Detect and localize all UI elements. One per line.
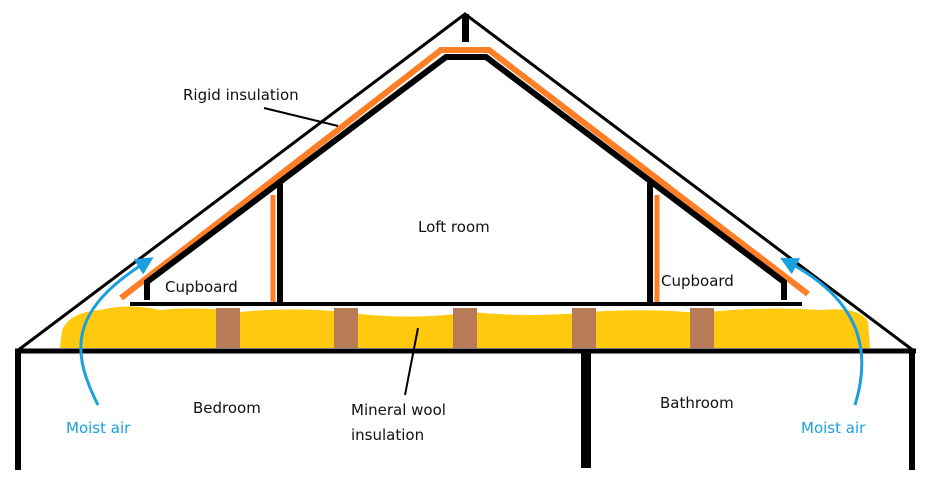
cupboard-right-label: Cupboard [661,272,734,290]
cupboard-left-label: Cupboard [165,278,238,296]
moist-air-left-label: Moist air [66,419,131,437]
moist-air-right-label: Moist air [801,419,866,437]
joist [453,308,477,348]
joist [216,308,240,348]
mineral-wool-label-line1: Mineral wool [351,401,446,419]
ceiling-joists [216,308,714,348]
joist [334,308,358,348]
ridge-post [462,14,469,42]
bathroom-label: Bathroom [660,394,734,412]
bedroom-label: Bedroom [193,399,261,417]
rigid-insulation [119,47,810,301]
mineral-wool-leader [404,327,419,396]
outer-roof [16,12,915,353]
rigid-insulation-label: Rigid insulation [183,86,299,104]
loft-room-label: Loft room [418,218,490,236]
moist-air-arrow-right [780,257,864,406]
moist-air-arrow-left [79,257,154,406]
mineral-wool-label-line2: insulation [351,426,425,444]
joist [572,308,596,348]
rigid-insulation-leader [263,107,339,127]
joist [690,308,714,348]
inner-rafters [144,54,787,300]
